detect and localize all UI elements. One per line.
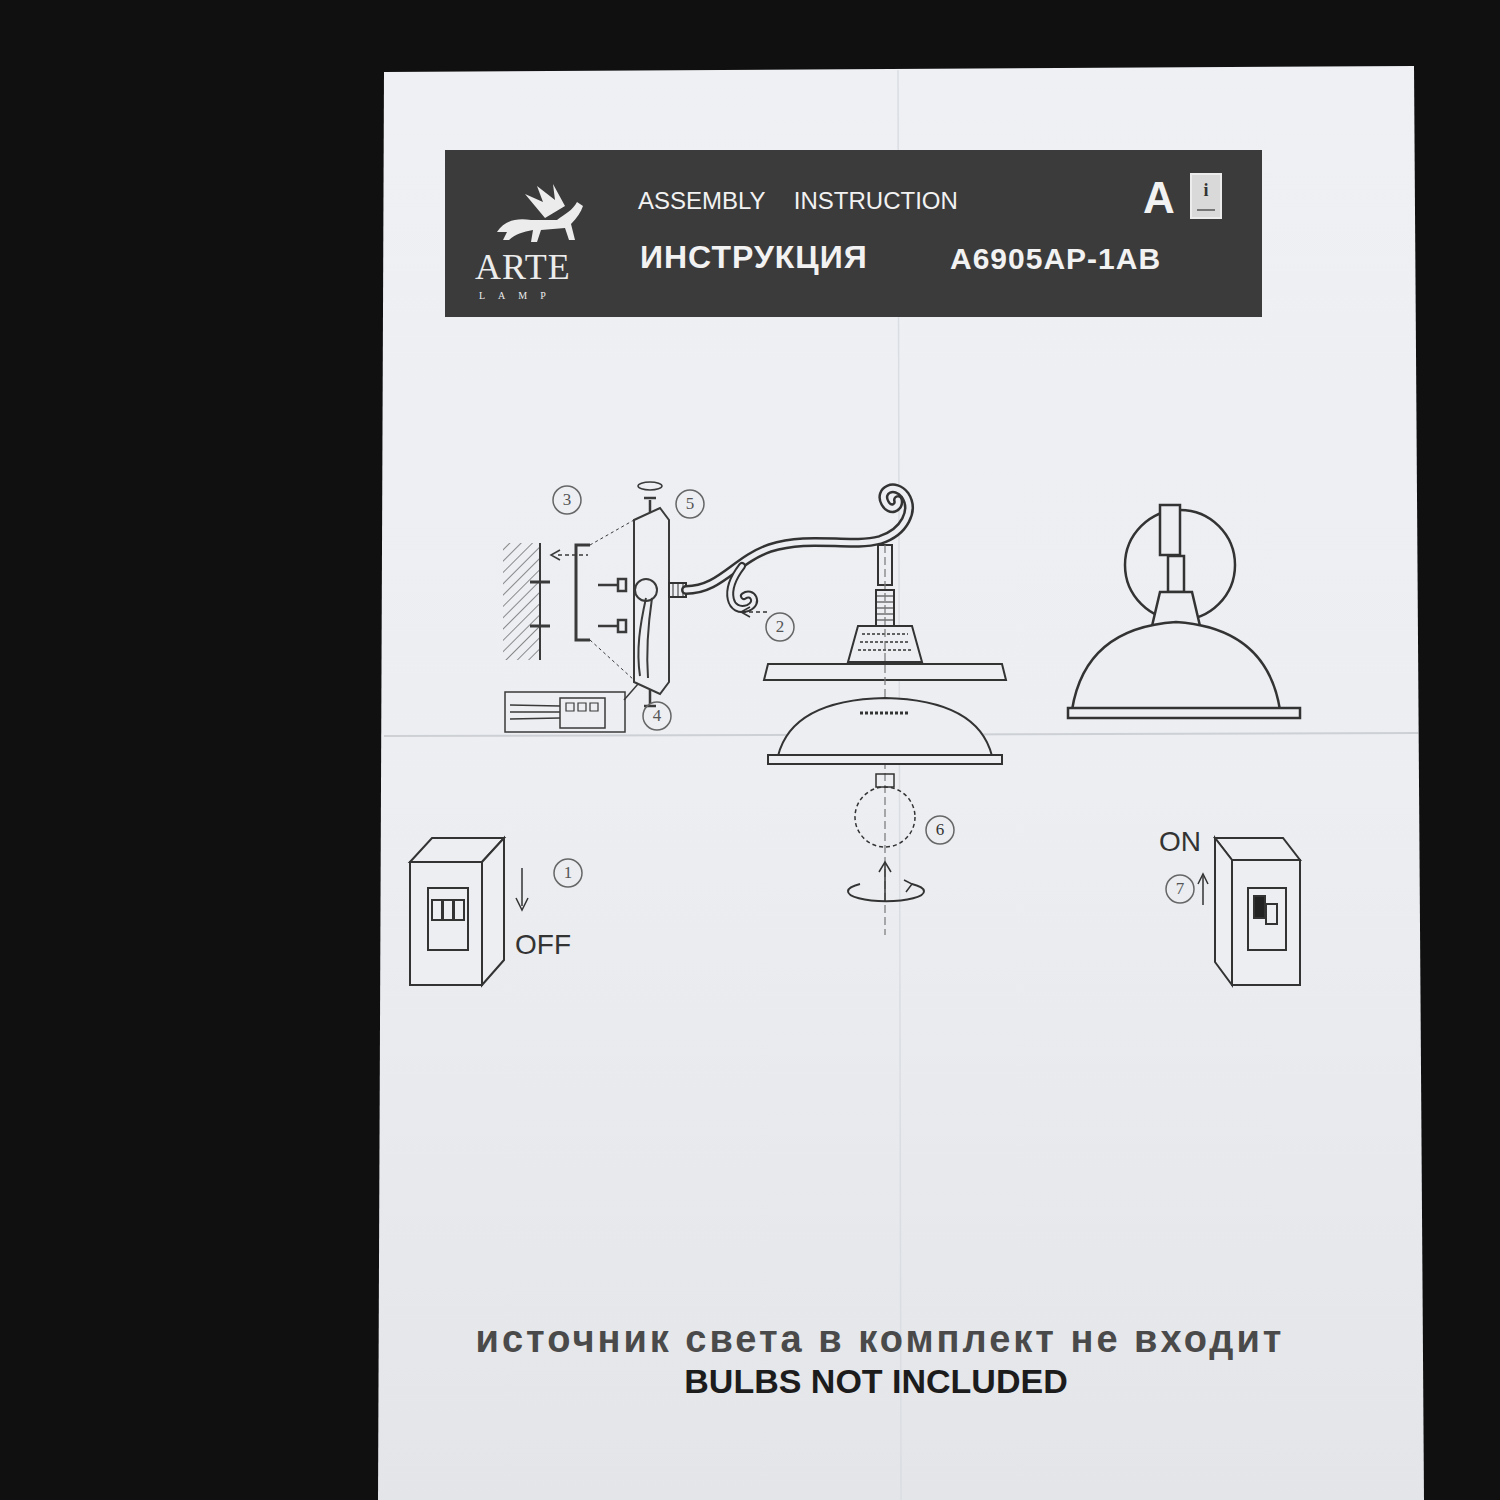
wall-mount — [638, 598, 652, 678]
wall-mount — [566, 703, 598, 711]
lamp-arm — [742, 611, 768, 613]
callout-circles — [554, 859, 582, 887]
wall-mount — [644, 498, 656, 512]
lamp-arm — [730, 566, 754, 609]
callout-number: 7 — [1176, 880, 1185, 899]
info-icon-letter: i — [1203, 181, 1208, 201]
power-switch — [1254, 896, 1265, 918]
wall-mount — [560, 698, 605, 728]
wall-mount — [598, 620, 626, 632]
lion-logo — [497, 184, 583, 242]
lamp-shade — [848, 884, 924, 901]
callout-circles — [766, 613, 794, 641]
wall-mount — [551, 550, 560, 560]
wall-mount — [505, 692, 625, 732]
header-band: ARTE LAMP ASSEMBLY INSTRUCTION A ИНСТРУКЦИЯ A… — [445, 150, 1262, 317]
callout-number: 1 — [564, 864, 573, 883]
power-switch — [1248, 888, 1286, 950]
lamp-shade — [855, 787, 915, 847]
wall-mount — [590, 520, 634, 545]
lamp-arm — [686, 488, 909, 590]
lamp-shade — [876, 774, 894, 787]
lamp-arm — [730, 566, 754, 609]
lamp-arm — [686, 488, 909, 590]
paper-sheet — [378, 66, 1424, 1500]
callout-circles — [643, 702, 671, 730]
wall-mount — [598, 579, 626, 591]
paper-sheet — [378, 66, 1424, 1500]
lamp-shade — [904, 880, 912, 892]
header-title: ASSEMBLY INSTRUCTION — [638, 188, 958, 214]
switch-state: OFF — [515, 930, 571, 961]
header-title: ИНСТРУКЦИЯ — [640, 240, 868, 275]
power-switch — [410, 838, 1300, 985]
lamp-arm — [741, 607, 750, 617]
power-switch — [454, 900, 464, 920]
assembled-lamp — [1072, 622, 1280, 710]
lamp-shade — [860, 712, 910, 715]
wall-mount — [503, 543, 540, 660]
callout-number: 6 — [936, 821, 945, 840]
assembled-lamp — [1160, 505, 1180, 555]
callout-number: 5 — [686, 495, 695, 514]
power-switch — [1266, 904, 1277, 924]
lamp-shade — [879, 862, 891, 872]
callout-circles — [676, 490, 704, 518]
callout-circles — [553, 486, 1194, 903]
power-switch — [428, 888, 468, 950]
power-switch — [443, 900, 453, 920]
callout-number: 4 — [653, 707, 662, 726]
assembled-lamp — [1168, 556, 1184, 592]
callout-circles — [926, 816, 954, 844]
class-letter: A — [1143, 174, 1175, 222]
power-switch — [1232, 860, 1300, 985]
lamp-shade — [768, 755, 1002, 764]
power-switch — [482, 838, 504, 985]
brand-subtitle: LAMP — [479, 290, 559, 301]
lamp-shade — [884, 864, 886, 902]
switch-state: ON — [1159, 827, 1201, 858]
lamp-shade — [778, 698, 992, 756]
wall-mount — [503, 482, 669, 732]
model-number: A6905AP-1AB — [950, 242, 1161, 275]
wall-mount — [624, 684, 638, 700]
wall-mount — [638, 482, 662, 490]
callout-circles — [1166, 875, 1194, 903]
wall-mount — [539, 543, 541, 660]
wall-mount — [576, 545, 590, 640]
wall-mount — [635, 579, 657, 601]
wall-mount — [634, 508, 669, 694]
wall-mount — [590, 640, 634, 680]
lamp-arm — [669, 488, 922, 662]
callout-number: 3 — [563, 491, 572, 510]
wall-mount — [530, 625, 550, 628]
power-switch — [1198, 874, 1208, 884]
power-switch — [1202, 876, 1204, 905]
book-icon — [1191, 174, 1221, 218]
wall-mount — [530, 581, 550, 584]
assembled-lamp — [1068, 505, 1300, 718]
callout-circles — [553, 486, 581, 514]
brand-name: ARTE — [475, 248, 571, 288]
power-switch — [1215, 838, 1232, 985]
power-switch — [521, 868, 523, 906]
notice-text: источник света в комплект не входит — [476, 1319, 1285, 1361]
wall-mount — [558, 554, 588, 556]
power-switch — [516, 898, 528, 910]
header-graphics — [445, 150, 1262, 317]
power-switch — [432, 900, 442, 920]
lamp-shade — [764, 545, 1006, 935]
callout-number: 2 — [776, 618, 785, 637]
book-icon — [1197, 209, 1215, 211]
wall-mount — [510, 705, 560, 719]
notice-text: BULBS NOT INCLUDED — [684, 1363, 1067, 1400]
power-switch — [410, 862, 482, 985]
assembled-lamp — [1068, 708, 1300, 718]
